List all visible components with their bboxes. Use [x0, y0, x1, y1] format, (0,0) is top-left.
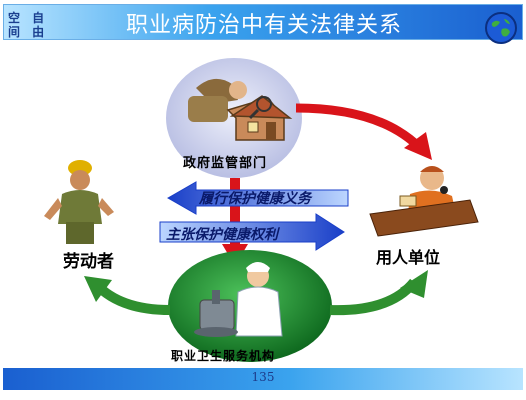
worker-label: 劳动者 [63, 252, 114, 272]
doctor-illustration [194, 262, 283, 337]
green-arrow-to-employer [329, 278, 418, 316]
health-service-label: 职业卫生服务机构 [171, 349, 276, 363]
employer-label: 用人单位 [376, 248, 441, 267]
red-arrow-to-employer [295, 103, 424, 152]
green-arrow-to-employer-head [400, 270, 428, 298]
government-label: 政府监管部门 [183, 156, 268, 171]
duty-arrow-label: 履行保护健康义务 [199, 191, 311, 207]
red-arrow-down-shaft [230, 178, 240, 248]
footer-bar: 135 [3, 368, 523, 390]
corner-logo-line1: 空 自 [8, 11, 49, 25]
globe-icon [485, 12, 517, 44]
blue-arrow-duty [166, 181, 349, 215]
right-arrow-label: 主张保护健康权利 [166, 227, 278, 243]
worker-illustration [44, 160, 114, 244]
page-number: 135 [251, 370, 275, 384]
employer-illustration [369, 166, 479, 237]
green-arrow-to-worker [92, 280, 171, 315]
green-arrow-to-worker-head [84, 276, 112, 302]
corner-logo-line2: 间 由 [8, 25, 49, 39]
blue-arrow-right [159, 213, 345, 251]
inspector-illustration [188, 78, 293, 141]
corner-logo: 空 自 间 由 [8, 11, 50, 43]
slide-title: 职业病防治中有关法律关系 [125, 13, 402, 38]
header-bar: 空 自 间 由 职业病防治中有关法律关系 [3, 4, 523, 44]
red-arrow-to-employer-head [404, 132, 432, 160]
